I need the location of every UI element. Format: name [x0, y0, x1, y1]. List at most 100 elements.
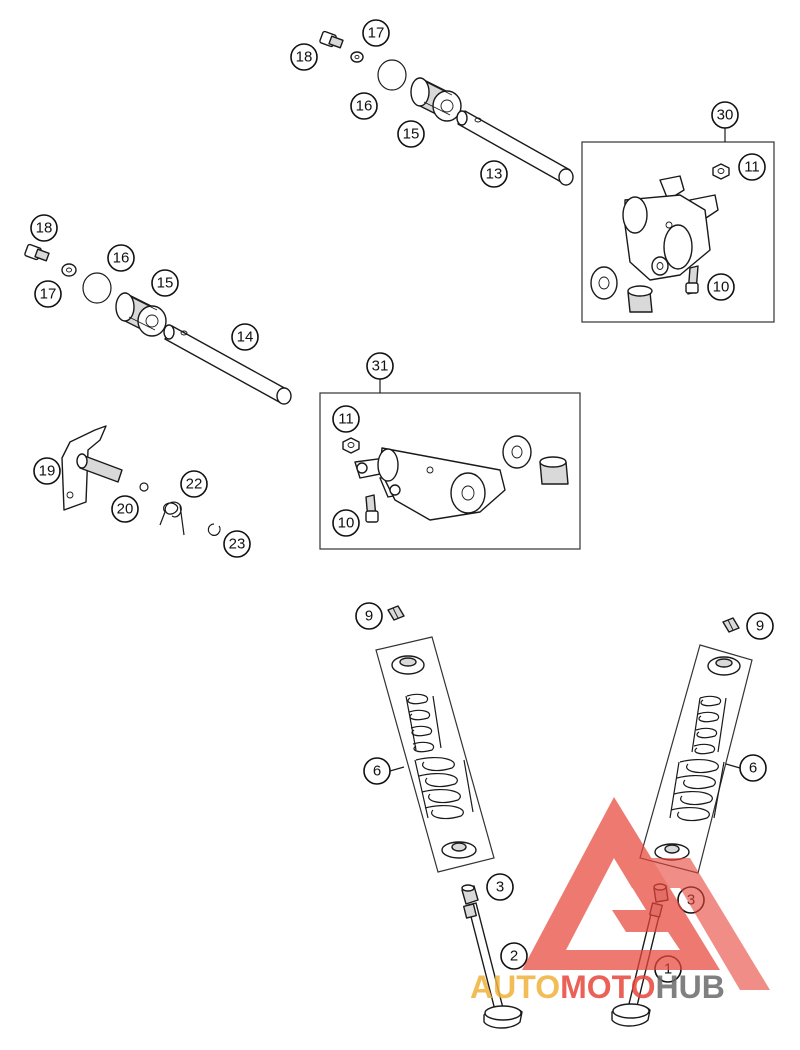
callout-19: 19: [33, 457, 61, 485]
svg-text:18: 18: [296, 49, 313, 66]
spring-22: [159, 501, 185, 536]
callout-11-left: 11: [332, 405, 360, 433]
clip-23: [207, 523, 221, 536]
svg-text:6: 6: [749, 760, 757, 777]
rocker-arm-top: [622, 175, 719, 281]
pin-top: [627, 285, 653, 313]
svg-text:11: 11: [338, 411, 354, 428]
svg-text:10: 10: [338, 515, 355, 532]
seal-3-right: [653, 883, 669, 903]
seal-3-left: [461, 884, 479, 905]
rocker-arm-left: [354, 447, 506, 521]
callout-1: 1: [654, 955, 682, 983]
shaft-13: [456, 110, 574, 186]
inner-spring-left: [405, 693, 442, 753]
callout-23: 23: [223, 530, 251, 558]
oring-16-left: [82, 272, 112, 304]
screw-18-left: [24, 243, 50, 262]
spring-retainer-right: [707, 656, 741, 676]
nut-11-top: [712, 163, 730, 180]
ring-20: [139, 482, 149, 492]
callout-2: 2: [500, 942, 528, 970]
svg-text:9: 9: [756, 618, 764, 635]
svg-text:19: 19: [39, 463, 56, 480]
outer-spring-right: [669, 758, 725, 822]
callout-20: 20: [111, 495, 139, 523]
bushing-15-top: [410, 77, 462, 122]
svg-text:14: 14: [237, 329, 254, 346]
inner-spring-right: [691, 695, 727, 755]
callout-31: 31: [366, 352, 394, 380]
svg-text:17: 17: [40, 286, 57, 303]
valve-2: [462, 902, 523, 1029]
callout-16-left: 16: [107, 244, 135, 272]
svg-text:23: 23: [229, 536, 246, 553]
washer-17-left: [61, 263, 77, 277]
svg-text:2: 2: [510, 948, 518, 965]
svg-text:10: 10: [713, 279, 730, 296]
callout-6-right: 6: [739, 754, 767, 782]
svg-text:9: 9: [365, 608, 373, 625]
callout-11-top: 11: [738, 153, 766, 181]
spring-seat-left: [441, 841, 477, 859]
cotter-9-left: [387, 605, 405, 621]
svg-text:17: 17: [368, 25, 385, 42]
svg-text:31: 31: [372, 358, 389, 375]
spring-kit-6-right: [639, 644, 753, 874]
svg-text:3: 3: [687, 892, 695, 909]
callout-14: 14: [231, 323, 259, 351]
roller-top: [590, 266, 618, 300]
svg-text:15: 15: [403, 126, 420, 143]
callout-16-top: 16: [350, 92, 378, 120]
nut-11-left: [342, 437, 360, 454]
callout-13: 13: [480, 160, 508, 188]
svg-text:18: 18: [36, 220, 53, 237]
valve-assembly-left: [375, 605, 523, 1029]
spring-seat-right: [654, 843, 690, 861]
callout-10-top: 10: [707, 273, 735, 301]
valve-assembly-right: [611, 617, 753, 1027]
callout-6-left: 6: [363, 757, 391, 785]
svg-text:30: 30: [717, 107, 734, 124]
screw-18-top: [319, 30, 344, 49]
spring-retainer-left: [391, 655, 425, 675]
svg-text:11: 11: [744, 159, 760, 176]
pin-left: [539, 456, 569, 485]
callout-17-left: 17: [34, 280, 62, 308]
bushing-15-left: [115, 292, 167, 337]
oring-16-top: [377, 59, 407, 91]
decompressor-assembly: [61, 425, 221, 536]
svg-text:16: 16: [356, 98, 373, 115]
svg-text:6: 6: [373, 763, 381, 780]
screw-10-top: [685, 265, 699, 295]
callout-9-left: 9: [355, 602, 383, 630]
valve-1: [611, 902, 664, 1027]
screw-10-left: [365, 494, 379, 523]
callout-22: 22: [180, 470, 208, 498]
callout-9-right: 9: [746, 612, 774, 640]
bracket-19: [61, 425, 123, 511]
outer-spring-left: [414, 756, 474, 820]
washer-17-top: [350, 51, 364, 63]
rocker-arm-kit-31: [319, 379, 581, 550]
svg-text:15: 15: [157, 275, 174, 292]
callout-18-left: 18: [30, 214, 58, 242]
spring-kit-6-left: [375, 636, 495, 873]
svg-text:1: 1: [664, 961, 672, 978]
rocker-arm-kit-30: [581, 128, 775, 323]
top-shaft-assembly: [319, 30, 574, 186]
callout-3-left: 3: [486, 873, 514, 901]
callout-15-top: 15: [397, 120, 425, 148]
callout-3-right: 3: [677, 886, 705, 914]
svg-text:13: 13: [486, 166, 503, 183]
svg-text:3: 3: [496, 879, 504, 896]
svg-text:20: 20: [117, 501, 134, 518]
cotter-9-right: [722, 617, 740, 633]
shaft-14: [163, 324, 292, 405]
callout-18-top: 18: [290, 43, 318, 71]
left-shaft-assembly: [24, 243, 292, 405]
callout-15-left: 15: [151, 269, 179, 297]
svg-text:16: 16: [113, 250, 130, 267]
